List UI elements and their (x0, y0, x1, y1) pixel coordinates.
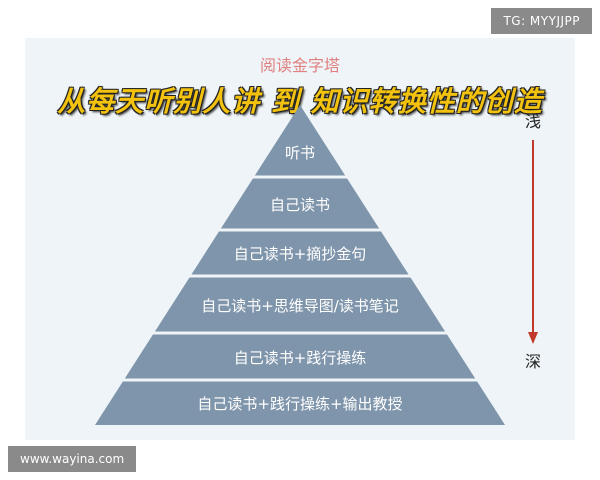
diagram-subtitle: 阅读金字塔 (259, 56, 340, 75)
pyramid-layer-label-teach: 自己读书+践行操练+输出教授 (197, 395, 403, 414)
pyramid-layer-mindmap (154, 277, 446, 332)
pyramid-layer-self-read (220, 178, 380, 229)
depth-arrow-head (528, 332, 538, 344)
pyramid-layer-label-self-read: 自己读书 (269, 195, 330, 214)
pyramid-layer-teach (95, 381, 505, 425)
pyramid-layer-label-mindmap: 自己读书+思维导图/读书笔记 (201, 296, 399, 315)
pyramid-layer-excerpt (191, 231, 409, 275)
pyramid-layer-label-excerpt: 自己读书+摘抄金句 (233, 245, 367, 263)
depth-deep-label: 深 (525, 352, 542, 371)
watermark-top: TG: MYYJJPP (491, 8, 592, 34)
pyramid-layer-practice (124, 334, 476, 379)
pyramid-layer-label-listen: 听书 (284, 144, 315, 163)
pyramid-layer-label-practice: 自己读书+践行操练 (233, 348, 367, 367)
pyramid-layer-listen (254, 105, 346, 176)
watermark-bottom: www.wayina.com (8, 446, 137, 472)
depth-shallow-label: 浅 (525, 112, 542, 131)
